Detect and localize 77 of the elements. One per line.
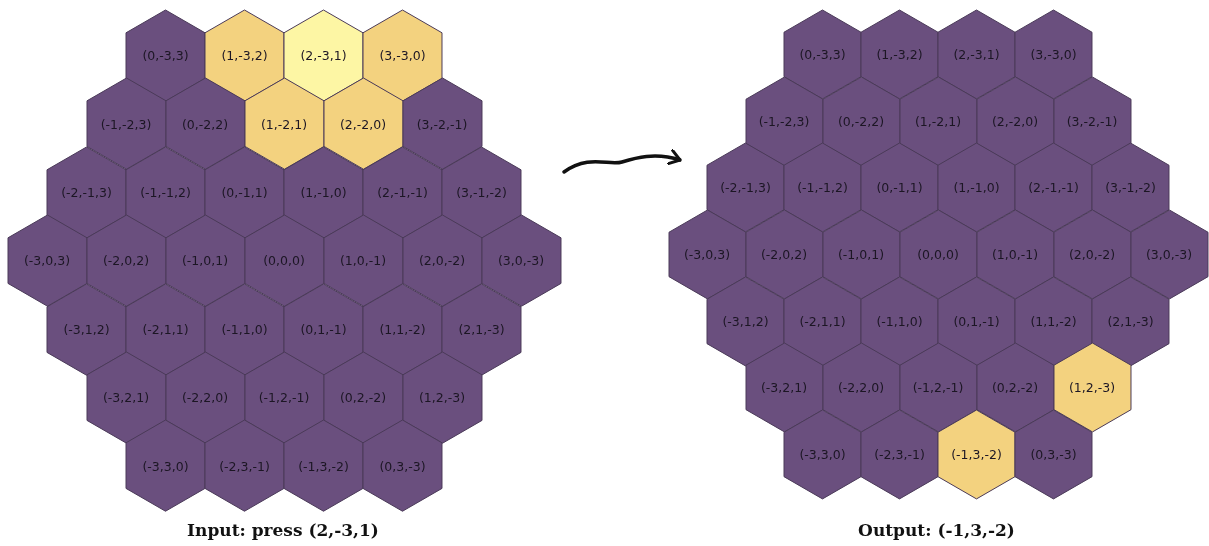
curved-arrow	[562, 149, 682, 174]
coordinate-label: (-3,0,3)	[683, 247, 731, 262]
coordinate-label: (1,-3,2)	[221, 48, 268, 64]
coordinate-label: (-1,-2,3)	[758, 113, 810, 129]
coordinate-label: (-2,3,-1)	[219, 458, 270, 474]
coordinate-label: (2,-1,-1)	[377, 184, 428, 200]
coordinate-label: (3,-3,0)	[379, 48, 426, 64]
coordinate-label: (0,1,-1)	[300, 321, 347, 337]
coordinate-label: (-3,3,0)	[799, 447, 846, 463]
coordinate-label: (-2,-1,3)	[61, 184, 112, 200]
coordinate-label: (-2,0,2)	[760, 247, 808, 262]
coordinate-label: (-1,0,1)	[181, 253, 229, 269]
coordinate-label: (2,0,-2)	[1068, 247, 1116, 262]
coordinate-label: (-2,2,0)	[837, 380, 885, 396]
coordinate-label: (3,-1,-2)	[456, 184, 507, 200]
coordinate-label: (1,0,-1)	[339, 253, 387, 269]
coordinate-label: (0,-1,1)	[876, 180, 923, 196]
coordinate-label: (-2,0,2)	[102, 253, 150, 269]
coordinate-label: (-3,3,0)	[142, 458, 189, 474]
coordinate-label: (0,-1,1)	[221, 184, 268, 200]
panel-caption: Input: press (2,-3,1)	[187, 520, 379, 540]
coordinate-label: (-2,1,1)	[799, 313, 846, 329]
coordinate-label: (-1,2,-1)	[912, 380, 964, 396]
coordinate-label: (1,2,-3)	[418, 390, 466, 406]
coordinate-label: (3,-3,0)	[1030, 46, 1077, 62]
coordinate-label: (2,-3,1)	[953, 46, 1000, 62]
coordinate-label: (-1,1,0)	[876, 313, 923, 329]
coordinate-label: (3,0,-3)	[497, 253, 545, 269]
coordinate-label: (0,2,-2)	[991, 380, 1039, 396]
coordinate-label: (-3,1,2)	[63, 321, 110, 337]
coordinate-label: (2,-2,0)	[339, 116, 387, 132]
coordinate-label: (1,-3,2)	[876, 46, 923, 62]
coordinate-label: (0,-2,2)	[181, 116, 229, 132]
coordinate-label: (0,2,-2)	[339, 390, 387, 406]
coordinate-label: (0,1,-1)	[953, 313, 1000, 329]
coordinate-label: (0,-2,2)	[837, 113, 885, 129]
coordinate-label: (-1,3,-2)	[951, 447, 1002, 463]
coordinate-label: (1,-1,0)	[953, 180, 1000, 196]
coordinate-label: (0,3,-3)	[379, 458, 426, 474]
coordinate-label: (-1,-1,2)	[140, 184, 191, 200]
coordinate-label: (1,-1,0)	[300, 184, 347, 200]
coordinate-label: (-3,2,1)	[760, 380, 808, 396]
coordinate-label: (-1,-2,3)	[100, 116, 152, 132]
coordinate-label: (1,2,-3)	[1068, 380, 1116, 396]
coordinate-label: (3,0,-3)	[1145, 247, 1193, 262]
coordinate-label: (-1,1,0)	[221, 321, 268, 337]
coordinate-label: (-3,1,2)	[722, 313, 769, 329]
coordinate-label: (1,0,-1)	[991, 247, 1039, 262]
coordinate-label: (2,1,-3)	[458, 321, 505, 337]
coordinate-label: (2,1,-3)	[1107, 313, 1154, 329]
coordinate-label: (1,1,-2)	[1030, 313, 1077, 329]
coordinate-label: (-1,2,-1)	[258, 390, 310, 406]
coordinate-label: (1,1,-2)	[379, 321, 426, 337]
coordinate-label: (3,-1,-2)	[1105, 180, 1156, 196]
coordinate-label: (2,0,-2)	[418, 253, 466, 269]
coordinate-label: (0,-3,3)	[799, 46, 846, 62]
coordinate-label: (-2,-1,3)	[720, 180, 771, 196]
coordinate-label: (-2,2,0)	[181, 390, 229, 406]
coordinate-label: (-1,-1,2)	[797, 180, 848, 196]
coordinate-label: (-1,3,-2)	[298, 458, 349, 474]
coordinate-label: (0,0,0)	[917, 247, 959, 262]
coordinate-label: (-1,0,1)	[837, 247, 885, 262]
coordinate-label: (0,-3,3)	[142, 48, 189, 64]
coordinate-label: (-3,2,1)	[102, 390, 150, 406]
coordinate-label: (-3,0,3)	[23, 253, 71, 269]
coordinate-label: (-2,3,-1)	[874, 447, 925, 463]
coordinate-label: (-2,1,1)	[142, 321, 189, 337]
coordinate-label: (0,3,-3)	[1030, 447, 1077, 463]
coordinate-label: (0,0,0)	[263, 253, 305, 269]
panel-caption: Output: (-1,3,-2)	[858, 520, 1015, 540]
coordinate-label: (1,-2,1)	[260, 116, 308, 132]
coordinate-label: (3,-2,-1)	[416, 116, 468, 132]
coordinate-label: (2,-1,-1)	[1028, 180, 1079, 196]
coordinate-label: (1,-2,1)	[914, 113, 962, 129]
coordinate-label: (3,-2,-1)	[1066, 113, 1118, 129]
coordinate-label: (2,-2,0)	[991, 113, 1039, 129]
coordinate-label: (2,-3,1)	[300, 48, 347, 64]
